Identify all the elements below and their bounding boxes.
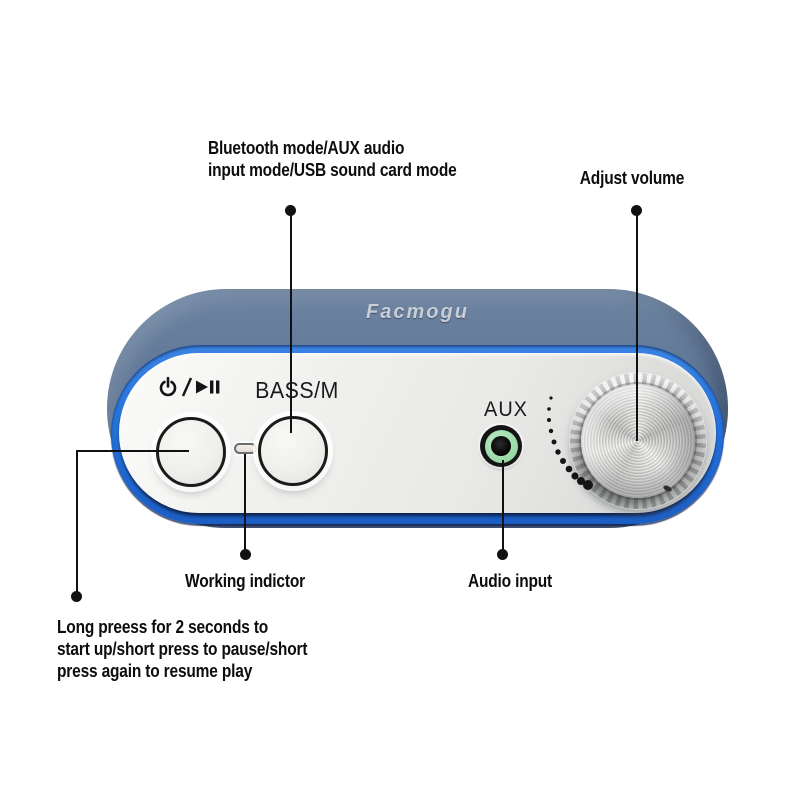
annotation-adjust-volume: Adjust volume	[579, 168, 685, 188]
aux-label: AUX	[484, 398, 528, 421]
volume-knob	[581, 384, 695, 498]
callout-dot-audio-input	[497, 549, 508, 560]
brand-logo: Facmogu	[366, 301, 469, 323]
annotation-power-button: Long preess for 2 seconds to start up/sh…	[57, 617, 308, 681]
callout-line-mode	[290, 212, 292, 433]
annotation-mode-button: Bluetooth mode/AUX audio input mode/USB …	[208, 138, 457, 180]
callout-dot-mode	[285, 205, 296, 216]
callout-line-audio-input	[502, 460, 504, 554]
callout-line-volume	[636, 212, 638, 441]
power-play-pause-icon	[159, 376, 220, 397]
callout-line-working-indicator	[244, 454, 246, 554]
mode-button	[258, 416, 328, 486]
annotation-audio-input: Audio input	[467, 571, 553, 591]
callout-line-power-horizontal	[77, 450, 189, 452]
callout-line-power-vertical	[76, 450, 78, 596]
callout-dot-volume	[631, 205, 642, 216]
working-indicator-led	[234, 443, 257, 454]
aux-jack-hole	[491, 436, 511, 456]
mode-button-label: BASS/M	[255, 377, 339, 403]
annotation-working-indicator: Working indictor	[185, 571, 305, 591]
callout-dot-working-indicator	[240, 549, 251, 560]
power-button	[156, 417, 226, 487]
aux-jack-green-ring	[484, 429, 518, 463]
callout-dot-power	[71, 591, 82, 602]
aux-input-jack	[480, 425, 522, 467]
